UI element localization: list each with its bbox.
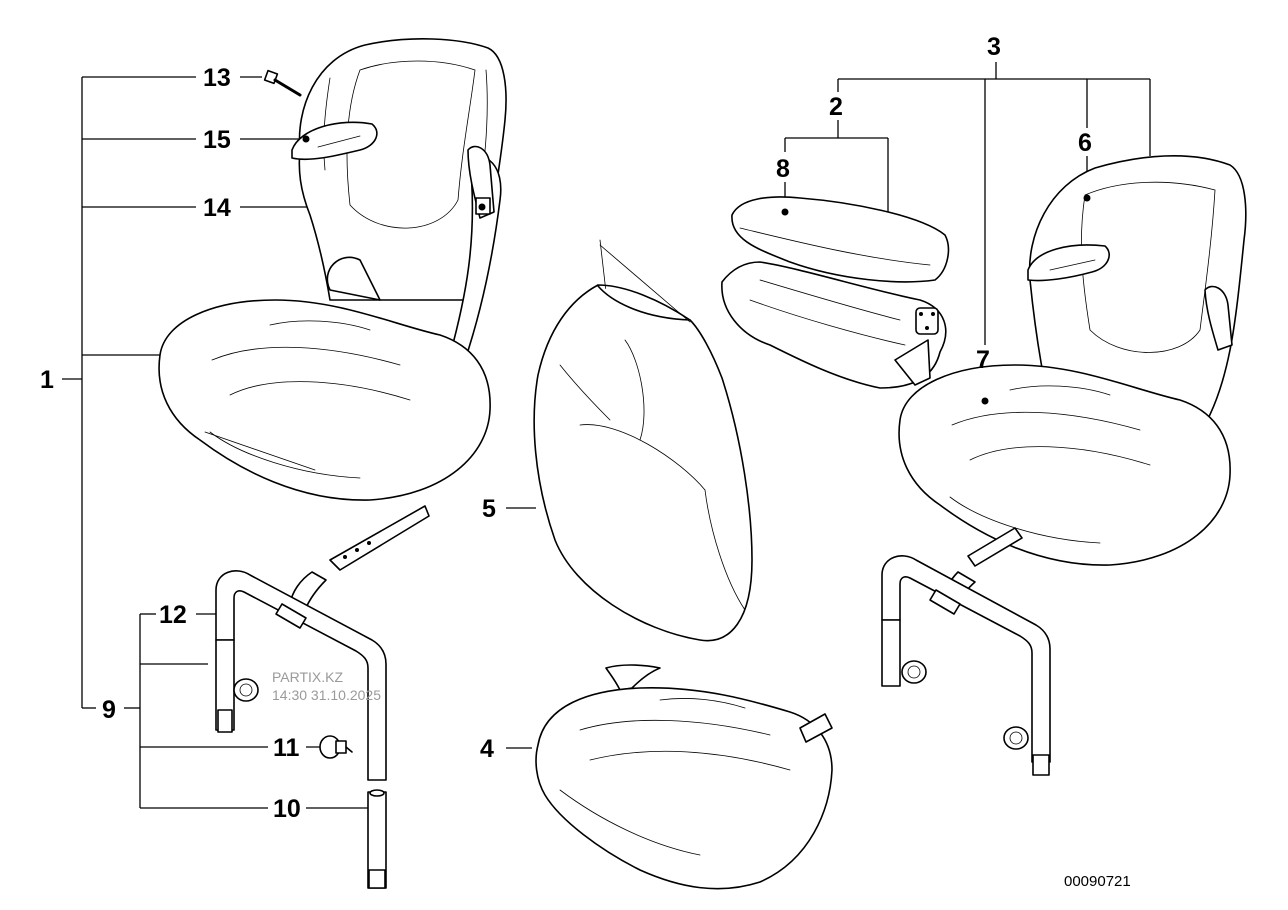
callout-8: 8 [776, 155, 790, 183]
callout-12: 12 [159, 601, 187, 629]
armrest-component [721, 196, 950, 389]
callout-3: 3 [987, 33, 1001, 61]
child-seat-assembly [158, 38, 507, 501]
callout-1: 1 [40, 366, 54, 394]
seat-cushion-4 [535, 664, 833, 890]
bolt-13 [263, 69, 302, 97]
callout-4: 4 [480, 735, 494, 763]
isofix-frame-right [881, 527, 1051, 776]
callout-2: 2 [829, 93, 843, 121]
callout-15: 15 [203, 126, 231, 154]
backrest-cover-5 [533, 239, 753, 642]
reference-number: 00090721 [1064, 873, 1131, 890]
callout-11: 11 [273, 734, 300, 762]
seat-cushion-7 [898, 364, 1231, 566]
watermark-line2: 14:30 31.10.2025 [272, 687, 381, 703]
callout-13: 13 [203, 64, 231, 92]
callout-14: 14 [203, 194, 231, 222]
callout-5: 5 [482, 495, 496, 523]
isofix-frame-left [215, 505, 430, 889]
callout-7: 7 [976, 346, 990, 374]
child-seat-shell-6 [1027, 154, 1247, 441]
callout-labels: 1 13 15 14 12 9 11 10 3 2 8 6 7 5 4 [40, 33, 1092, 823]
watermark-line1: PARTIX.KZ [272, 669, 344, 685]
callout-9: 9 [102, 696, 116, 724]
callout-6: 6 [1078, 129, 1092, 157]
callout-10: 10 [273, 795, 301, 823]
watermark: PARTIX.KZ 14:30 31.10.2025 [272, 669, 381, 703]
